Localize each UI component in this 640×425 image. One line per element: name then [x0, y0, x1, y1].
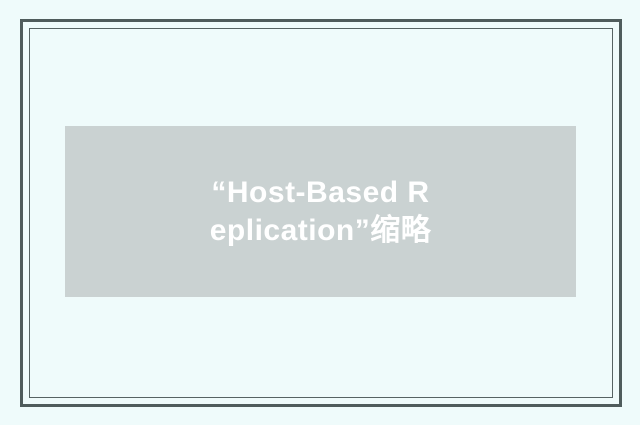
image-placeholder: “Host-Based R eplication”缩略	[65, 126, 576, 297]
caption-line-1: “Host-Based R	[211, 175, 430, 209]
caption-line-2: eplication”缩略	[209, 213, 432, 247]
inner-frame	[29, 28, 613, 398]
placeholder-caption: “Host-Based R eplication”缩略	[210, 174, 432, 250]
outer-frame	[20, 19, 622, 407]
